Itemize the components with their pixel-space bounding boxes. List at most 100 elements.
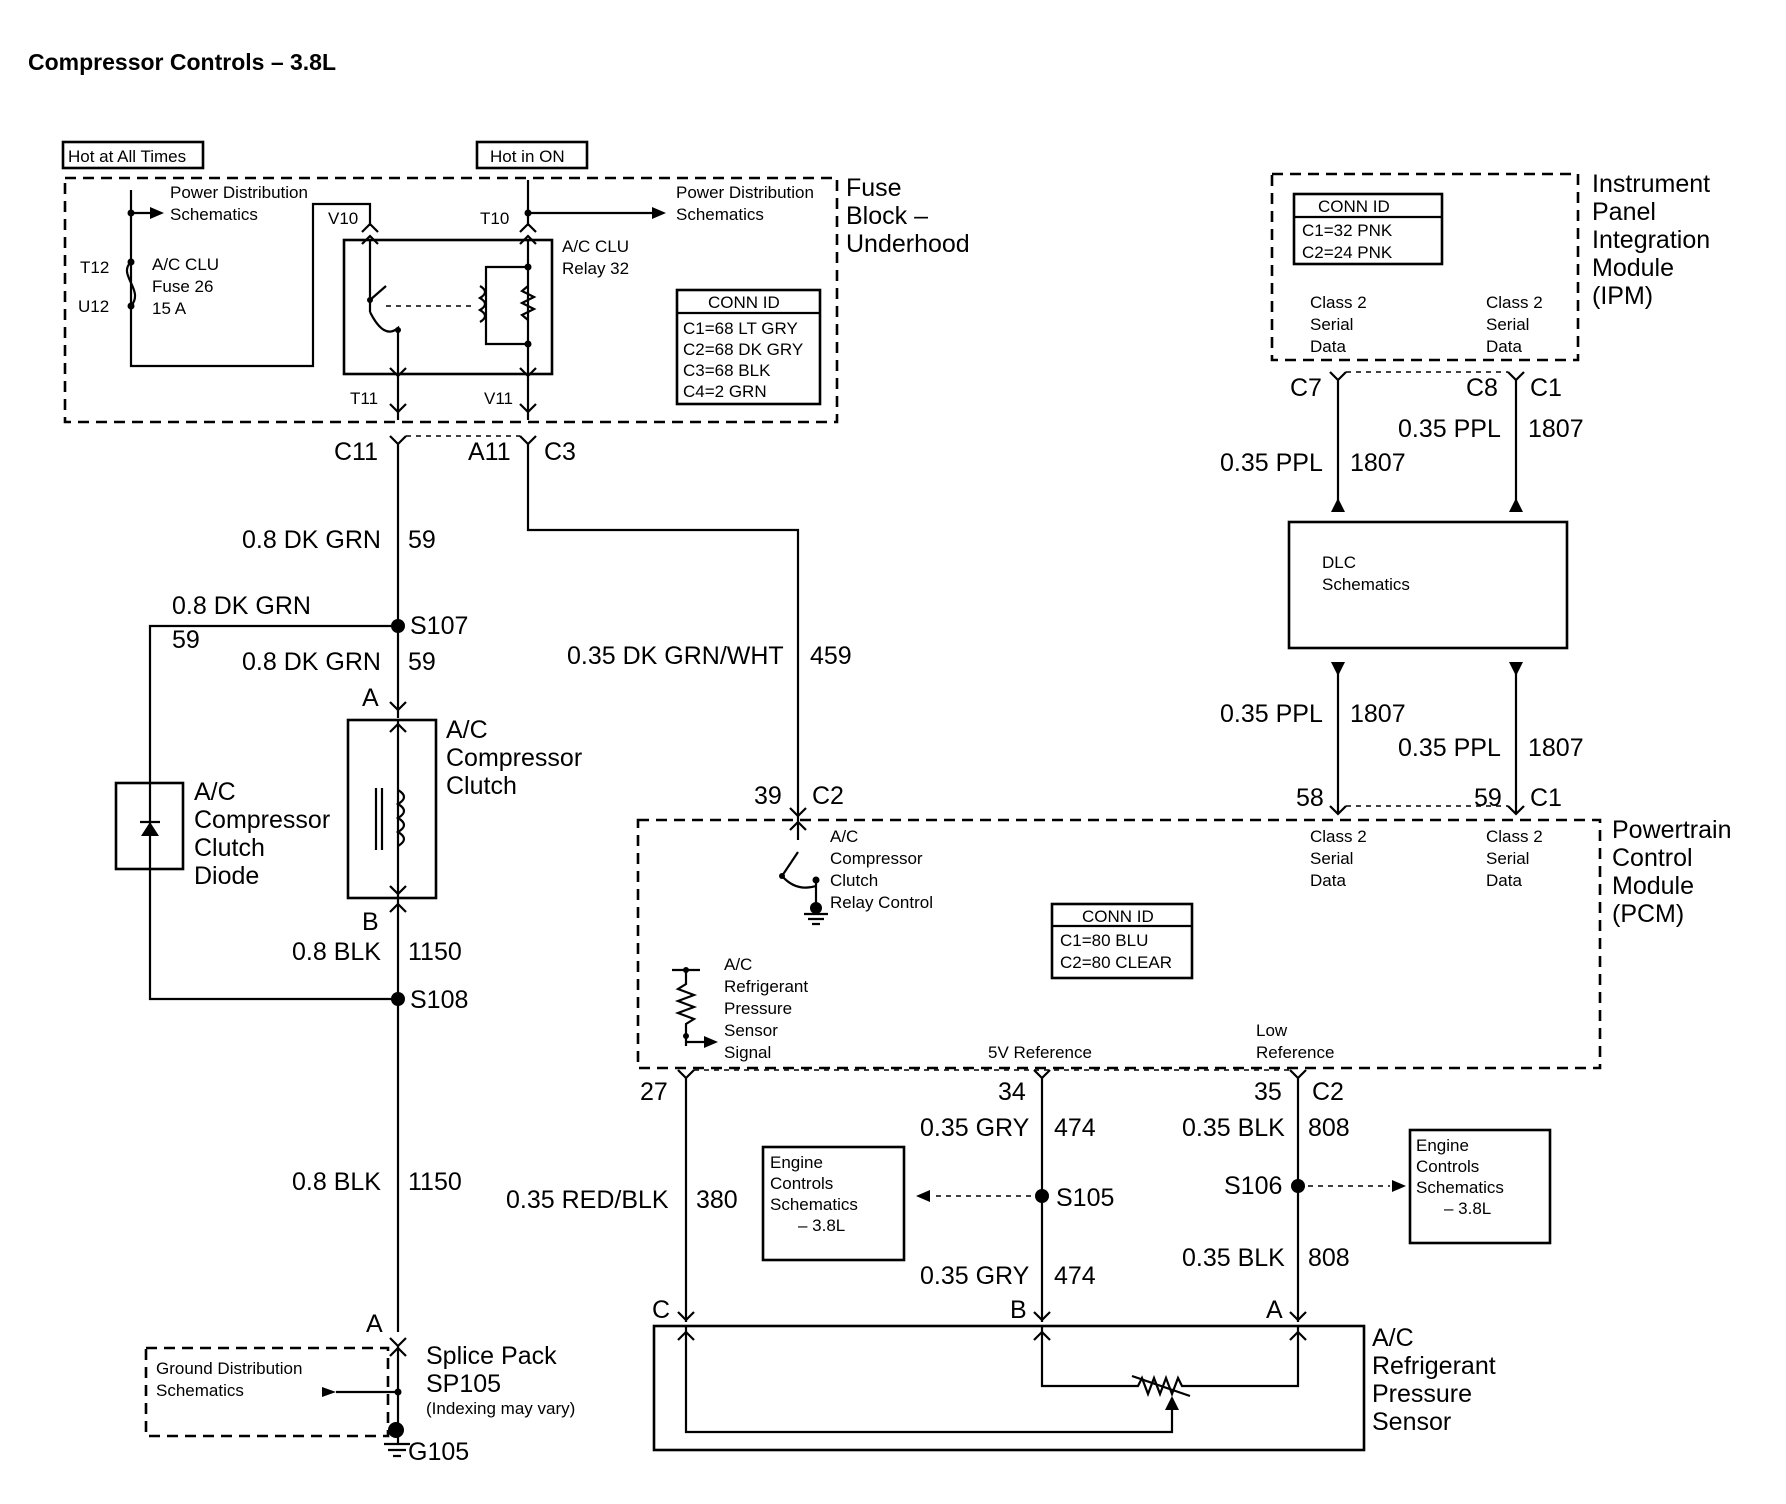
c3-label: C3 [544, 438, 576, 466]
ground-dist-arrowhead [322, 1387, 336, 1397]
pcm-pin-59-connector [1507, 805, 1525, 816]
fuse-block-conn-c4: C4=2 GRN [683, 382, 767, 401]
wire-1150-b-color: 0.8 BLK [292, 1168, 381, 1196]
relay-switch-blade [369, 285, 387, 301]
relay-control-switch-blade [781, 851, 799, 877]
wire-1807-3-number: 1807 [1350, 700, 1406, 728]
t11-label: T11 [350, 389, 378, 408]
diode-branch-wire [148, 624, 398, 1001]
pcm-module: Powertrain Control Module (PCM) A/C Comp… [636, 816, 1732, 1106]
pcm-conn-id-title: CONN ID [1082, 907, 1154, 926]
power-dist-left-node [127, 209, 135, 217]
sensor-signal-arrowhead [704, 1036, 718, 1048]
wire-1807-4-number: 1807 [1528, 734, 1584, 762]
pcm-conn-id-box [1050, 902, 1194, 980]
hot-at-all-times-label: Hot at All Times [68, 147, 186, 166]
relay-ctl-3: Clutch [830, 871, 878, 890]
pcm-serial-left-2: Serial [1310, 849, 1353, 868]
sensor-sig-3: Pressure [724, 999, 792, 1018]
clutch-core-icon [374, 788, 384, 850]
c11-label: C11 [334, 438, 378, 466]
splice-pack-connector [389, 1337, 407, 1348]
fuse-block-conn-c1: C1=68 LT GRY [683, 319, 798, 338]
sensor-title-4: Sensor [1372, 1408, 1451, 1436]
pcm-pin-59: 59 [1474, 784, 1502, 812]
sensor-pin-c: C [652, 1296, 670, 1324]
hot-at-all-times-box [61, 140, 205, 170]
fuse-block-conn-id-title: CONN ID [708, 293, 780, 312]
clutch-title-1: A/C [446, 716, 488, 744]
ipm-conn-c2: C2=24 PNK [1302, 243, 1393, 262]
c3-connector [519, 435, 537, 446]
sensor-title-3: Pressure [1372, 1380, 1472, 1408]
wire-1807-2-color: 0.35 PPL [1398, 415, 1501, 443]
dlc-label-2: Schematics [1322, 575, 1410, 594]
relay-label-1: A/C CLU [562, 237, 629, 256]
wire-59-b-color: 0.8 DK GRN [242, 648, 381, 676]
clutch-circuit: 0.8 DK GRN 59 S107 0.8 DK GRN 59 0.8 DK … [114, 444, 582, 1466]
sensor-5v-internal-arrow [1033, 1330, 1051, 1341]
sensor-pin-b-connector [1033, 1311, 1051, 1322]
ipm-c8-label: C8 [1466, 374, 1498, 402]
diode-title-3: Clutch [194, 834, 265, 862]
pcm-title-2: Control [1612, 844, 1693, 872]
pcm-serial-left-3: Data [1310, 871, 1346, 890]
ground-dist-1: Ground Distribution [156, 1359, 302, 1378]
wire-1807-4-color: 0.35 PPL [1398, 734, 1501, 762]
ground-g105-node [388, 1422, 404, 1438]
engine-controls-left-4: – 3.8L [798, 1216, 845, 1235]
v11-connector [519, 403, 537, 414]
fuse-block-conn-id-box [675, 288, 822, 406]
wire-59-branch-number: 59 [172, 626, 200, 654]
splice-pack-outline [144, 1346, 390, 1438]
relay-control-ground-node [810, 902, 822, 914]
ground-dist-node [394, 1388, 402, 1396]
relay-control-switch-arc [781, 875, 817, 889]
power-dist-right-arrowhead [652, 207, 666, 219]
sensor-circuit: 0.35 RED/BLK 380 0.35 GRY 474 S105 0.35 … [506, 1078, 1552, 1452]
ipm-conn-c1: C1=32 PNK [1302, 221, 1393, 240]
sensor-title-1: A/C [1372, 1324, 1414, 1352]
power-dist-left-2: Schematics [170, 205, 258, 224]
fuse-block-title-3: Underhood [846, 230, 970, 258]
ipm-title-4: Module [1592, 254, 1674, 282]
pcm-pin-35: 35 [1254, 1078, 1282, 1106]
v11-label: V11 [484, 389, 513, 408]
hot-in-on-label: Hot in ON [490, 147, 565, 166]
relay-control-ground-icon [804, 912, 828, 926]
wire-474-a-number: 474 [1054, 1114, 1096, 1142]
clutch-pin-a-connector [389, 701, 407, 712]
relay-ctl-2: Compressor [830, 849, 923, 868]
wire-59-a-color: 0.8 DK GRN [242, 526, 381, 554]
relay-pin-arrow-t10 [519, 234, 537, 245]
c11-connector [389, 435, 407, 446]
ipm-conn-id-box [1292, 192, 1444, 266]
sensor-title-2: Refrigerant [1372, 1352, 1496, 1380]
wire-474-b-number: 474 [1054, 1262, 1096, 1290]
relay-coil-node-bottom [524, 340, 532, 348]
t11-connector [389, 403, 407, 414]
pcm-low-ref-1: Low [1256, 1021, 1288, 1040]
pcm-conn-c2: C2=80 CLEAR [1060, 953, 1172, 972]
ipm-outline [1270, 172, 1580, 362]
pcm-c2-top: C2 [812, 782, 844, 810]
engine-controls-right-arrowhead [1392, 1180, 1406, 1192]
wire-808-b-number: 808 [1308, 1244, 1350, 1272]
engine-controls-left-arrowhead [916, 1190, 930, 1202]
splice-s108 [391, 992, 405, 1006]
sensor-low-ref-internal-arrow [1289, 1330, 1307, 1341]
v10-label: V10 [328, 209, 358, 228]
engine-controls-left-3: Schematics [770, 1195, 858, 1214]
wire-459-circuit: 0.35 DK GRN/WHT 459 39 C2 [526, 444, 852, 818]
ground-g105-icon [384, 1442, 410, 1458]
pcm-outline [636, 818, 1602, 1070]
ipm-serial-right-2: Serial [1486, 315, 1529, 334]
wire-808-a-number: 808 [1308, 1114, 1350, 1142]
wire-474-a-color: 0.35 GRY [920, 1114, 1030, 1142]
power-dist-left-arrowhead [150, 207, 164, 219]
engine-controls-right-box [1408, 1128, 1552, 1245]
wire-808-a-color: 0.35 BLK [1182, 1114, 1285, 1142]
ipm-title-1: Instrument [1592, 170, 1710, 198]
pcm-pin-39: 39 [754, 782, 782, 810]
